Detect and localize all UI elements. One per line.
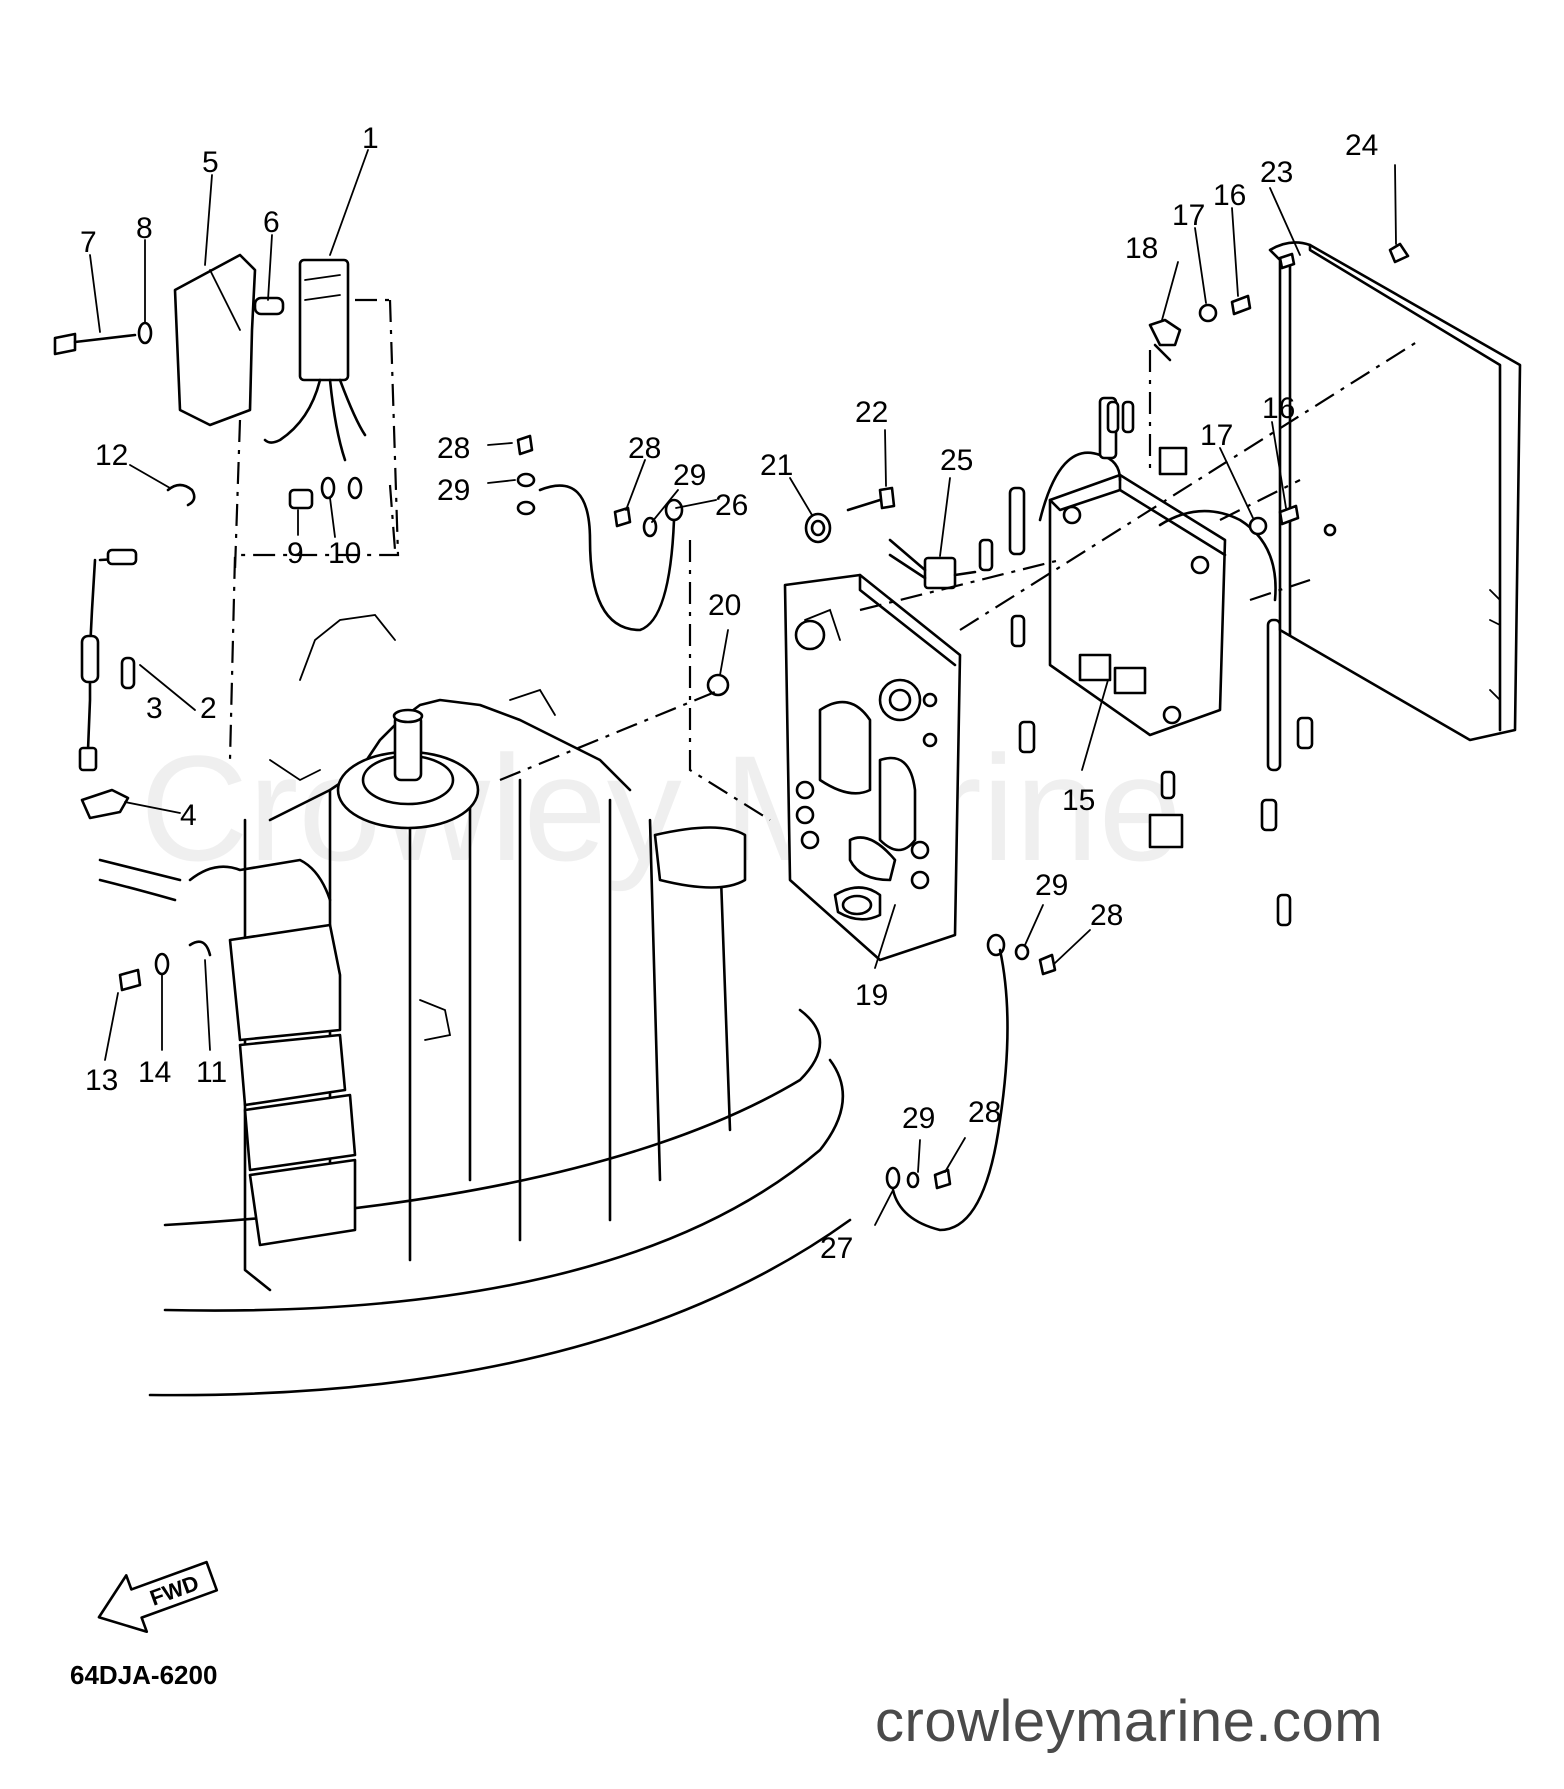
callout-17-upper: 17 <box>1172 199 1205 232</box>
callout-10: 10 <box>328 537 361 570</box>
callout-16-upper: 16 <box>1213 179 1246 212</box>
callout-11: 11 <box>196 1056 227 1089</box>
callout-21: 21 <box>760 449 793 482</box>
site-url[interactable]: crowleymarine.com <box>875 1689 1384 1754</box>
module-part-1 <box>298 258 350 382</box>
callout-28-upper-left: 28 <box>437 432 470 465</box>
callout-17-lower: 17 <box>1200 419 1233 452</box>
callout-1: 1 <box>362 122 379 155</box>
callout-26: 26 <box>715 489 748 522</box>
bracket-part-5 <box>173 253 257 427</box>
callout-28-lower: 28 <box>968 1096 1001 1129</box>
callout-5: 5 <box>202 146 219 179</box>
clamp-part-4 <box>80 788 130 820</box>
callout-29-upper-left: 29 <box>437 474 470 507</box>
left-parts-group <box>53 253 400 992</box>
leader-lines <box>89 149 1397 1226</box>
callout-23: 23 <box>1260 156 1293 189</box>
callout-28-upper-mid: 28 <box>628 432 661 465</box>
callout-13: 13 <box>85 1064 118 1097</box>
callout-29-upper-mid: 29 <box>673 459 706 492</box>
callout-29-right: 29 <box>1035 869 1068 902</box>
callout-2: 2 <box>200 692 217 725</box>
callout-29-lower: 29 <box>902 1102 935 1135</box>
callout-24: 24 <box>1345 129 1378 162</box>
callout-labels: 1 2 3 4 5 6 7 8 9 10 11 12 13 14 15 16 1… <box>80 122 1378 1265</box>
hardware-group <box>499 242 1421 1232</box>
callout-25: 25 <box>940 444 973 477</box>
callout-3: 3 <box>146 692 163 725</box>
grommet-part-3 <box>120 656 136 690</box>
sensor-part-2 <box>80 634 100 684</box>
callout-20: 20 <box>708 589 741 622</box>
callout-28-right: 28 <box>1090 899 1123 932</box>
callout-15: 15 <box>1062 784 1095 817</box>
callout-27: 27 <box>820 1232 853 1265</box>
callout-6: 6 <box>263 206 280 239</box>
callout-18: 18 <box>1125 232 1158 265</box>
callout-12: 12 <box>95 439 128 472</box>
bracket-plate-part-19 <box>783 573 962 962</box>
fwd-arrow: FWD <box>97 1560 219 1634</box>
callout-4: 4 <box>180 799 197 832</box>
callout-8: 8 <box>136 212 153 245</box>
callout-19: 19 <box>855 979 888 1012</box>
diagram-code: 64DJA-6200 <box>70 1660 218 1690</box>
callout-14: 14 <box>138 1056 171 1089</box>
callout-7: 7 <box>80 226 97 259</box>
cdi-unit-part-15 <box>978 396 1314 927</box>
engine-block-drawing <box>98 614 852 1397</box>
callout-9: 9 <box>287 537 304 570</box>
callout-16-lower: 16 <box>1262 392 1295 425</box>
callout-22: 22 <box>855 396 888 429</box>
cover-part-23 <box>1268 241 1522 742</box>
